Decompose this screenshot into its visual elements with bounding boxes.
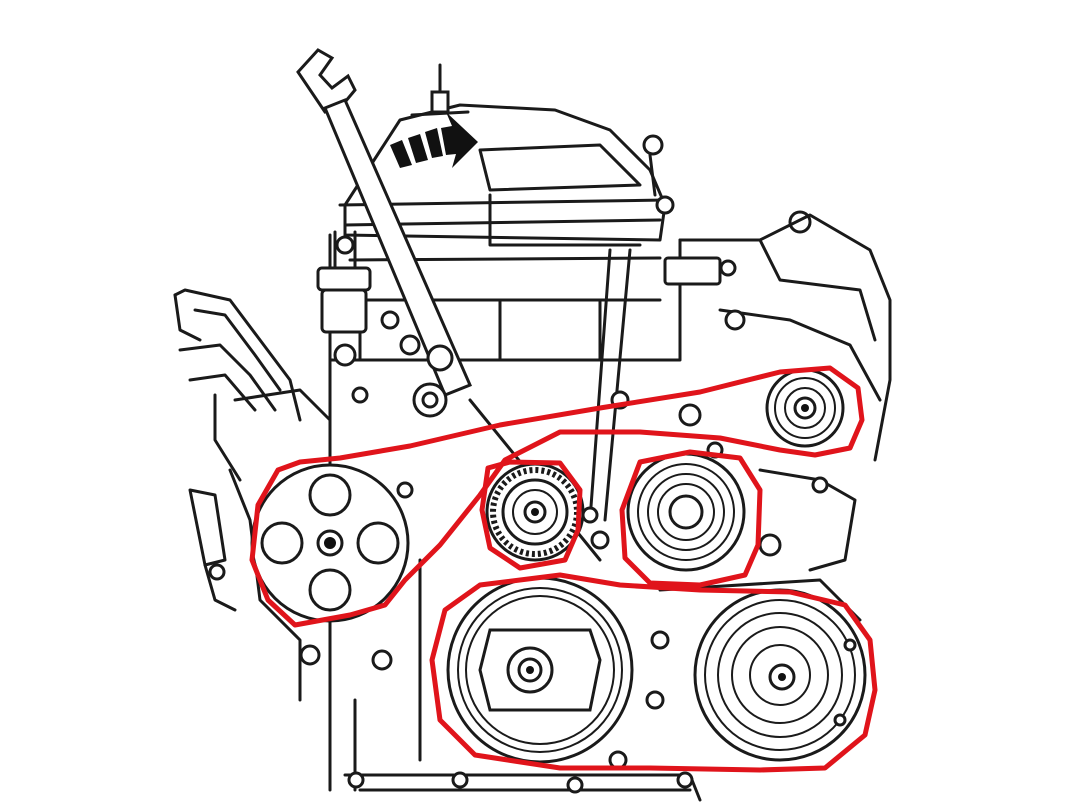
belt-routes — [249, 365, 878, 773]
arrow-right-icon — [390, 112, 478, 168]
lower-belt — [429, 449, 878, 773]
power-steering-pump-pulley — [250, 463, 410, 623]
crankshaft-pulley — [446, 576, 634, 764]
alternator-pulley — [765, 368, 845, 448]
ac-compressor-pulley — [693, 588, 867, 762]
upper-belt — [249, 365, 865, 628]
idler-pulley — [626, 452, 746, 572]
wrench-icon — [296, 48, 472, 418]
idler-belt — [479, 459, 583, 571]
